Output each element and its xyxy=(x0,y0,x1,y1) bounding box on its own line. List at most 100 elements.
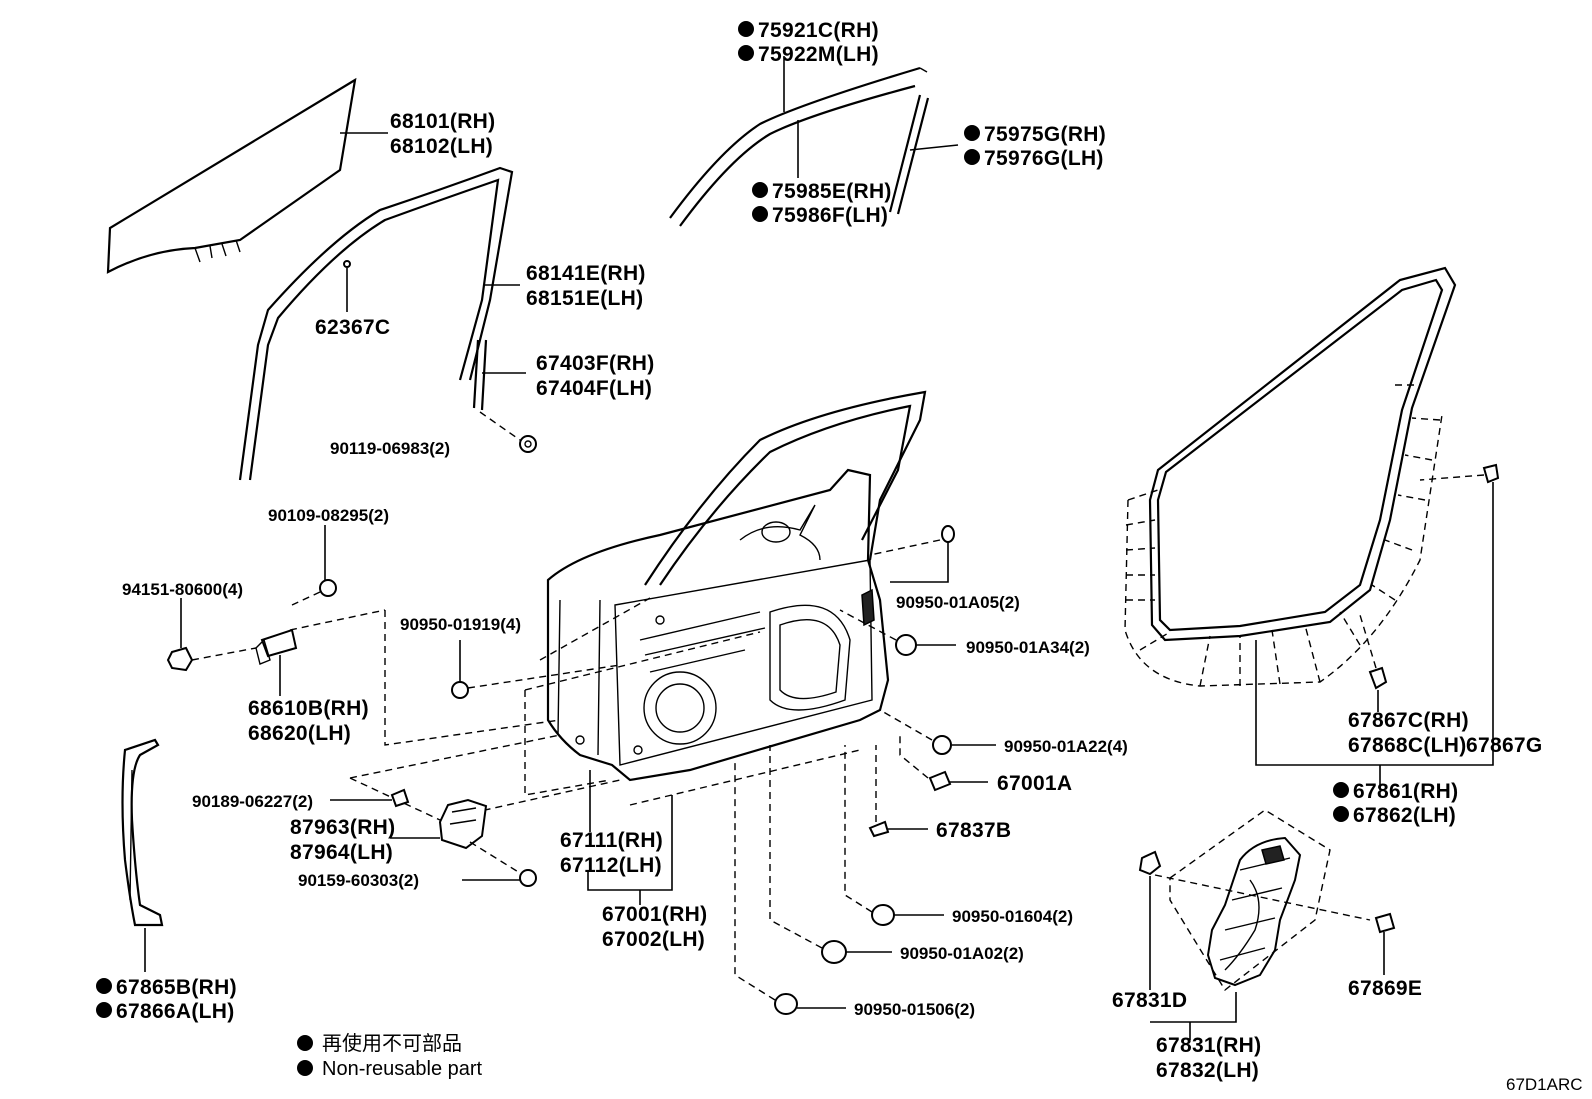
plug-01a34 xyxy=(839,609,956,656)
label-90950-01604: 90950-01604(2) xyxy=(952,907,1073,926)
label-67861: 67861(RH) xyxy=(1353,780,1458,803)
label-75986: 75986F(LH) xyxy=(772,204,888,227)
label-68141: 68141E(RH) xyxy=(526,262,646,285)
part-67837b xyxy=(868,745,928,838)
plug-01604 xyxy=(844,745,944,926)
plug-01a22 xyxy=(879,709,996,755)
label-67831d: 67831D xyxy=(1112,989,1187,1012)
clip-67867c xyxy=(1359,614,1388,712)
nonreusable-bullet xyxy=(738,21,754,37)
lock-assembly-part xyxy=(1206,836,1302,987)
dash-weatherstrip-ribs xyxy=(1125,417,1441,687)
label-87963: 87963(RH) xyxy=(290,816,395,839)
label-90189: 90189-06227(2) xyxy=(192,792,313,811)
legend-jp: 再使用不可部品 xyxy=(322,1032,462,1055)
clip-62367c xyxy=(343,260,351,312)
molding-75975-part xyxy=(888,94,959,215)
label-75922: 75922M(LH) xyxy=(758,43,879,66)
diagram-code: 67D1ARC xyxy=(1506,1075,1583,1094)
label-90119: 90119-06983(2) xyxy=(330,439,450,458)
label-87964: 87964(LH) xyxy=(290,841,393,864)
label-90950-01a34: 90950-01A34(2) xyxy=(966,638,1090,657)
grommet-01a05 xyxy=(869,525,955,583)
nut-94151 xyxy=(166,598,257,672)
label-67111: 67111(RH) xyxy=(560,829,663,852)
label-68101: 68101(RH) xyxy=(390,110,495,133)
plug-01919 xyxy=(451,640,621,699)
label-75975: 75975G(RH) xyxy=(984,123,1106,146)
plug-01a02 xyxy=(769,745,892,964)
label-67001: 67001(RH) xyxy=(602,903,707,926)
label-68620: 68620(LH) xyxy=(248,722,351,745)
legend-en: Non-reusable part xyxy=(322,1058,483,1080)
seal-67403f-part xyxy=(472,339,526,411)
dash-door-left xyxy=(524,690,611,796)
label-67831: 67831(RH) xyxy=(1156,1034,1261,1057)
dash-lock-top xyxy=(349,734,561,779)
dash-mid xyxy=(539,597,651,661)
grommet-67831d xyxy=(1138,850,1162,990)
label-67869e: 67869E xyxy=(1348,977,1422,1000)
label-75976: 75976G(LH) xyxy=(984,147,1104,170)
label-67837b: 67837B xyxy=(936,819,1011,842)
label-67867g: 67867G xyxy=(1466,734,1543,757)
hinge-part xyxy=(255,628,298,696)
leader-67001 xyxy=(587,795,673,891)
label-67832: 67832(LH) xyxy=(1156,1059,1259,1082)
label-62367c: 62367C xyxy=(315,316,390,339)
label-90950-01919: 90950-01919(4) xyxy=(400,615,521,634)
molding-75921-part xyxy=(669,66,928,227)
label-67001a: 67001A xyxy=(997,772,1072,795)
label-67868c: 67868C(LH) xyxy=(1348,734,1467,757)
dash-hinge xyxy=(384,610,561,746)
bolt-90119 xyxy=(479,411,537,453)
plug-01506 xyxy=(734,760,846,1015)
nonreusable-bullet xyxy=(1333,806,1349,822)
nonreusable-bullet xyxy=(96,1002,112,1018)
label-90950-01a05: 90950-01A05(2) xyxy=(896,593,1020,612)
label-68610: 68610B(RH) xyxy=(248,697,369,720)
label-67112: 67112(LH) xyxy=(560,854,662,877)
label-67865b: 67865B(RH) xyxy=(116,976,237,999)
nonreusable-bullet xyxy=(964,149,980,165)
clip-67869e xyxy=(1374,912,1396,975)
label-67866a: 67866A(LH) xyxy=(116,1000,235,1023)
bolt-90189 xyxy=(330,788,410,808)
legend-bullet-jp xyxy=(297,1035,313,1051)
weatherstrip-part xyxy=(1148,266,1457,642)
legend-bullet-en xyxy=(297,1060,313,1076)
label-90950-01506: 90950-01506(2) xyxy=(854,1000,975,1019)
dash-weatherstrip-outline xyxy=(1124,414,1443,687)
label-90109: 90109-08295(2) xyxy=(268,506,389,525)
dash-bottom xyxy=(629,749,861,806)
bolt-90109 xyxy=(291,525,337,606)
label-68102: 68102(LH) xyxy=(390,135,493,158)
strip-67865b-part xyxy=(121,738,164,972)
part-67001a xyxy=(899,735,988,792)
label-67002: 67002(LH) xyxy=(602,928,705,951)
nonreusable-bullet xyxy=(752,182,768,198)
label-67867c: 67867C(RH) xyxy=(1348,709,1469,732)
nonreusable-bullet xyxy=(96,978,112,994)
nonreusable-bullet xyxy=(1333,782,1349,798)
label-90159: 90159-60303(2) xyxy=(298,871,419,890)
leader-67831 xyxy=(1150,992,1237,1023)
bolt-90159 xyxy=(462,841,537,887)
label-67404: 67404F(LH) xyxy=(536,377,652,400)
clip-67867g xyxy=(1255,463,1500,766)
nonreusable-bullet xyxy=(752,206,768,222)
label-90950-01a22: 90950-01A22(4) xyxy=(1004,737,1128,756)
label-75985: 75985E(RH) xyxy=(772,180,892,203)
label-94151: 94151-80600(4) xyxy=(122,580,243,599)
label-90950-01a02: 90950-01A02(2) xyxy=(900,944,1024,963)
nonreusable-bullet xyxy=(738,45,754,61)
dash-hinge-top xyxy=(289,609,386,631)
label-67862: 67862(LH) xyxy=(1353,804,1456,827)
nonreusable-bullet xyxy=(964,125,980,141)
glass-run-part xyxy=(238,166,514,481)
label-68151: 68151E(LH) xyxy=(526,287,643,310)
door-panel-part xyxy=(546,390,927,782)
door-glass-part xyxy=(106,77,357,274)
